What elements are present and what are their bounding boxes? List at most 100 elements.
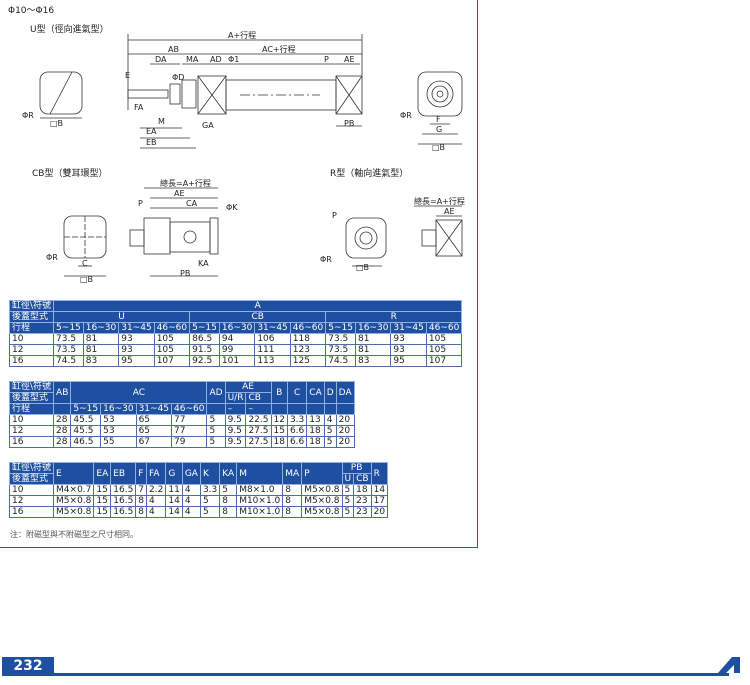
t2-header-b: B <box>270 381 288 404</box>
dim-cb-4: ΦK <box>226 203 238 212</box>
value-cell: 77 <box>171 425 208 437</box>
t3-header-p: P <box>301 462 343 485</box>
section-title-r: R型（軸向進氣型） <box>330 169 409 179</box>
value-cell: 12 <box>270 414 288 426</box>
t3-header-ea: EA <box>93 462 112 485</box>
value-cell: 125 <box>289 355 327 367</box>
value-cell: 73.5 <box>325 344 356 356</box>
value-cell: 5 <box>341 495 355 507</box>
value-cell: 105 <box>425 333 463 345</box>
t3-header-pb-cb: CB <box>353 473 372 485</box>
value-cell: M5×0.8 <box>53 495 95 507</box>
dim-r-0: 總長=A+行程 <box>414 196 465 206</box>
value-cell: 5 <box>219 484 238 496</box>
t3-corner: 缸徑\符號 <box>8 462 55 474</box>
t1-stroke: 31~45 <box>118 322 155 334</box>
page-number: 232 <box>2 657 54 676</box>
value-cell: 18 <box>353 484 372 496</box>
section-title-u: U型（徑向進氣型） <box>30 25 109 35</box>
value-cell: 81 <box>82 333 120 345</box>
value-cell: 20 <box>335 436 355 448</box>
value-cell: 28 <box>53 436 72 448</box>
r-front-view <box>345 217 387 267</box>
t2-blank <box>335 403 355 415</box>
t2-stroke-row: 行程 5~15 16~30 31~45 46~60 – – <box>8 403 355 415</box>
value-cell: 4 <box>323 414 337 426</box>
t1-stroke: 31~45 <box>254 322 291 334</box>
bore-cell: 10 <box>8 414 55 426</box>
technical-drawings: A+行程 AB AC+行程 DA MA AD Φ1 P AE E ΦD ΦR □… <box>22 30 465 284</box>
value-cell: 73.5 <box>53 344 84 356</box>
value-cell: 94 <box>218 333 256 345</box>
t2-dash: – <box>245 403 272 415</box>
t3-header-ka: KA <box>219 462 238 485</box>
t2-header-ae: AE <box>224 381 272 393</box>
t2-stroke: 31~45 <box>135 403 173 415</box>
value-cell: 9.5 <box>224 425 247 437</box>
t2-header-da: DA <box>335 381 355 404</box>
t1-stroke: 5~15 <box>53 322 84 334</box>
t2-corner: 缸徑\符號 <box>8 381 55 393</box>
value-cell: 79 <box>171 436 208 448</box>
t2-blank <box>270 403 288 415</box>
t3-header-pb-u: U <box>341 473 355 485</box>
t3-rear-type-label: 後蓋型式 <box>8 473 55 485</box>
value-cell: 15 <box>93 506 112 518</box>
value-cell: 7 <box>135 484 148 496</box>
value-cell: 16.5 <box>110 484 137 496</box>
t2-header-c: C <box>286 381 308 404</box>
t1-corner: 缸徑\符號 <box>8 300 55 312</box>
t2-stroke-label: 行程 <box>8 403 55 415</box>
value-cell: 107 <box>425 355 463 367</box>
dim-u-20: F <box>436 115 441 124</box>
value-cell: 5 <box>323 436 337 448</box>
value-cell: 5 <box>199 506 221 518</box>
value-cell: 16.5 <box>110 495 137 507</box>
t3-header-ma: MA <box>282 462 303 485</box>
dim-u-7: P <box>324 55 329 64</box>
t2-blank <box>286 403 308 415</box>
value-cell: 73.5 <box>325 333 356 345</box>
value-cell: 105 <box>425 344 463 356</box>
bore-cell: 16 <box>8 506 55 518</box>
t3-header-f: F <box>135 462 148 485</box>
value-cell: M5×0.8 <box>301 506 343 518</box>
value-cell: 4 <box>146 495 167 507</box>
value-cell: M5×0.8 <box>53 506 95 518</box>
t1-stroke: 46~60 <box>289 322 327 334</box>
value-cell: 95 <box>118 355 155 367</box>
t2-header-ad: AD <box>206 381 226 404</box>
dim-r-3: ΦR <box>320 255 332 264</box>
value-cell: 8 <box>282 484 303 496</box>
value-cell: 67 <box>135 436 173 448</box>
dim-cb-1: AE <box>174 189 185 198</box>
value-cell: 14 <box>165 506 183 518</box>
value-cell: 111 <box>254 344 291 356</box>
dim-cb-0: 總長=A+行程 <box>160 178 211 188</box>
cb-front-view <box>63 215 107 277</box>
dim-u-6: Φ1 <box>228 55 239 64</box>
value-cell: 17 <box>370 495 389 507</box>
bore-cell: 10 <box>8 333 55 345</box>
dim-u-4: MA <box>186 55 199 64</box>
t2-header-d: D <box>323 381 337 404</box>
value-cell: 8 <box>135 506 148 518</box>
t1-stroke: 46~60 <box>425 322 463 334</box>
value-cell: 45.5 <box>70 414 102 426</box>
value-cell: 18 <box>306 436 325 448</box>
t3-header-k: K <box>199 462 221 485</box>
value-cell: 107 <box>153 355 191 367</box>
dim-u-8: AE <box>344 55 355 64</box>
value-cell: 11 <box>165 484 183 496</box>
dim-u-22: □B <box>432 143 445 152</box>
t1-stroke-row: 行程 5~15 16~30 31~45 46~60 5~15 16~30 31~… <box>8 322 463 334</box>
dim-u-10: ΦD <box>172 73 184 82</box>
value-cell: 55 <box>100 436 137 448</box>
footer-rule <box>54 673 729 676</box>
value-cell: 81 <box>82 344 120 356</box>
t1-header-cb: CB <box>189 311 327 323</box>
r-side-view <box>414 205 463 257</box>
value-cell: 14 <box>165 495 183 507</box>
